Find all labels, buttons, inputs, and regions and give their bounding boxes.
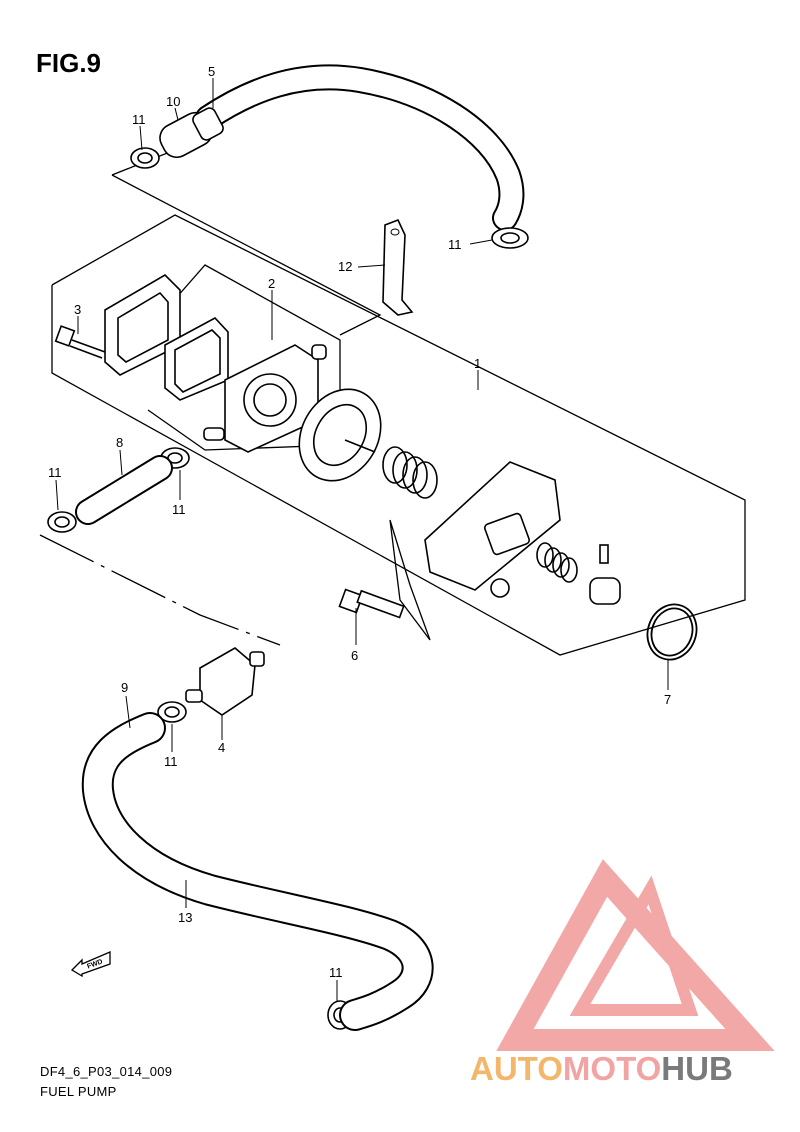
callout-4: 4	[218, 740, 225, 755]
watermark-triangle-icon	[496, 859, 775, 1051]
bolt-3	[54, 325, 106, 359]
callout-11: 11	[132, 112, 146, 127]
callout-10: 10	[166, 94, 180, 109]
fuel-filter-4	[185, 647, 265, 716]
callout-5: 5	[208, 64, 215, 79]
callout-11: 11	[48, 465, 62, 480]
pump-body-2	[203, 344, 327, 453]
fuel-hose-13	[81, 712, 434, 1031]
callout-11: 11	[448, 237, 462, 252]
hose-clip-icon	[47, 147, 529, 1030]
bolt-6	[338, 588, 405, 619]
o-ring-7	[646, 603, 698, 661]
logo-part-hub: HUB	[661, 1050, 733, 1087]
callout-9: 9	[121, 680, 128, 695]
watermark-logo: AUTOMOTOHUB	[470, 1050, 733, 1088]
leader-lines	[55, 78, 669, 1002]
callout-7: 7	[664, 692, 671, 707]
callout-labels: 5 10 11 11 12 2 3 1 8 11 11 6 7 9 4 11 1…	[48, 64, 671, 980]
spring	[382, 446, 438, 499]
figure-name: FUEL PUMP	[40, 1084, 117, 1099]
fuel-hose-5	[195, 64, 525, 231]
callout-1: 1	[474, 356, 481, 371]
assembly-frame-lines	[39, 139, 746, 656]
figure-title: FIG.9	[36, 48, 102, 78]
callout-6: 6	[351, 648, 358, 663]
logo-part-moto: MOTO	[562, 1050, 662, 1087]
fwd-arrow-icon: FWD	[70, 951, 111, 978]
callout-3: 3	[74, 302, 81, 317]
callout-11: 11	[172, 502, 186, 517]
logo-part-auto: AUTO	[470, 1050, 563, 1087]
callout-2: 2	[268, 276, 275, 291]
gasket-plates	[104, 273, 229, 401]
diaphragm	[298, 388, 382, 482]
bracket-12	[382, 218, 414, 316]
callout-11: 11	[164, 754, 178, 769]
fuel-hose-8	[75, 455, 173, 525]
callout-13: 13	[178, 910, 192, 925]
callout-11: 11	[329, 965, 343, 980]
callout-8: 8	[116, 435, 123, 450]
check-valve	[536, 542, 621, 605]
hose-sleeve-10	[159, 107, 224, 159]
callout-12: 12	[338, 259, 352, 274]
pump-cover	[424, 461, 561, 598]
figure-code: DF4_6_P03_014_009	[40, 1064, 173, 1079]
